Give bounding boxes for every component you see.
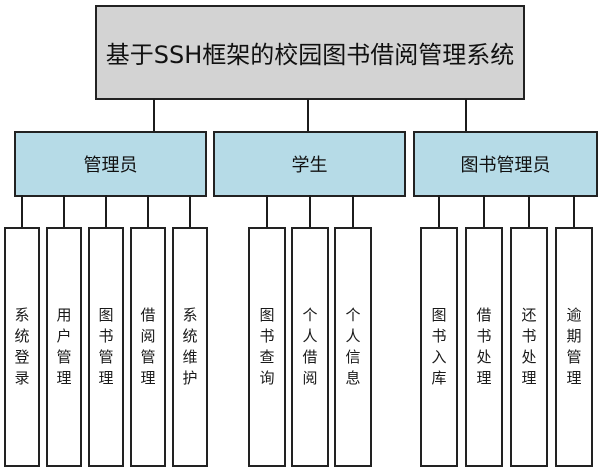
connector-root-to-branch-2	[307, 99, 309, 132]
root-node-label: 基于SSH框架的校园图书借阅管理系统	[105, 41, 515, 69]
leaf-node-user-management: 用户管理	[46, 227, 82, 467]
branch-node-librarian: 图书管理员	[413, 131, 598, 197]
branch-node-admin: 管理员	[14, 131, 207, 197]
leaf-node-label: 个人借阅	[302, 306, 318, 387]
leaf-node-label: 图书查询	[259, 306, 275, 387]
leaf-node-personal-info: 个人信息	[334, 227, 372, 467]
leaf-group-librarian: 图书入库 借书处理 还书处理 逾期管理	[420, 227, 593, 467]
branch-node-student: 学生	[213, 131, 406, 197]
leaf-node-overdue-management: 逾期管理	[555, 227, 593, 467]
branch-node-label: 图书管理员	[460, 155, 551, 176]
leaf-node-lend-processing: 借书处理	[465, 227, 503, 467]
leaf-node-book-intake: 图书入库	[420, 227, 458, 467]
connector-branch1-leaf4	[147, 195, 149, 228]
leaf-group-student: 图书查询 个人借阅 个人信息	[248, 227, 372, 467]
leaf-node-label: 逾期管理	[566, 306, 582, 387]
connector-branch3-leaf1	[438, 195, 440, 228]
branch-node-label: 学生	[291, 155, 328, 176]
leaf-node-book-management: 图书管理	[88, 227, 124, 467]
connector-branch2-leaf1	[266, 195, 268, 228]
connector-branch1-leaf2	[63, 195, 65, 228]
leaf-node-system-maintenance: 系统维护	[172, 227, 208, 467]
branch-node-label: 管理员	[83, 155, 138, 176]
leaf-node-label: 个人信息	[345, 306, 361, 387]
leaf-node-label: 图书入库	[431, 306, 447, 387]
leaf-node-book-search: 图书查询	[248, 227, 286, 467]
connector-branch3-leaf4	[573, 195, 575, 228]
leaf-node-label: 借书处理	[476, 306, 492, 387]
leaf-node-label: 用户管理	[56, 306, 72, 387]
leaf-node-return-processing: 还书处理	[510, 227, 548, 467]
connector-branch1-leaf5	[189, 195, 191, 228]
leaf-node-personal-borrow: 个人借阅	[291, 227, 329, 467]
leaf-node-label: 还书处理	[521, 306, 537, 387]
leaf-node-label: 借阅管理	[140, 306, 156, 387]
leaf-group-admin: 系统登录 用户管理 图书管理 借阅管理 系统维护	[4, 227, 208, 467]
leaf-node-label: 系统维护	[182, 306, 198, 387]
leaf-node-borrow-management: 借阅管理	[130, 227, 166, 467]
connector-branch1-leaf3	[105, 195, 107, 228]
root-node: 基于SSH框架的校园图书借阅管理系统	[95, 5, 525, 100]
connector-branch2-leaf2	[309, 195, 311, 228]
connector-branch3-leaf3	[528, 195, 530, 228]
connector-branch3-leaf2	[483, 195, 485, 228]
leaf-node-system-login: 系统登录	[4, 227, 40, 467]
leaf-node-label: 系统登录	[14, 306, 30, 387]
leaf-node-label: 图书管理	[98, 306, 114, 387]
connector-root-to-branch-3	[465, 99, 467, 132]
connector-branch2-leaf3	[352, 195, 354, 228]
connector-branch1-leaf1	[21, 195, 23, 228]
connector-root-to-branch-1	[153, 99, 155, 132]
